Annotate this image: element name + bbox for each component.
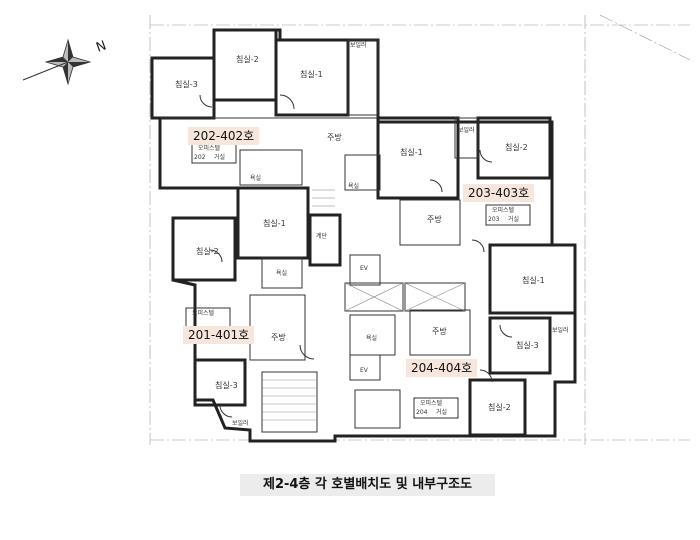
room-boiler-201: 보일러 (232, 419, 249, 427)
unit-no-202: 202 (194, 154, 206, 161)
room-boiler-202: 보일러 (350, 41, 367, 49)
north-arrow-icon: N (22, 38, 109, 86)
room-bed1-204: 침실-1 (522, 275, 545, 285)
room-kitchen-201: 주방 (271, 332, 286, 342)
room-labels: 침실-3 침실-2 침실-1 보일러 주방 욕실 침실-1 침실-2 보일러 욕… (175, 41, 569, 427)
unit-tag-202: 202-402호 (188, 127, 260, 145)
living-label-202: 거실 (214, 153, 225, 161)
room-bed2-203: 침실-2 (505, 142, 528, 152)
unit-tag-201: 201-401호 (183, 326, 255, 344)
room-bath-203: 욕실 (348, 182, 359, 190)
grid-lines (149, 14, 691, 445)
unit-no-203: 203 (488, 216, 500, 223)
living-label-204: 거실 (436, 408, 447, 416)
room-boiler-203: 보일러 (458, 126, 475, 134)
room-elevator-2: EV (360, 367, 369, 374)
unit-tag-203: 203-403호 (463, 184, 535, 202)
office-boxes: 오피스텔 202 거실 오피스텔 203 거실 오피스텔 오피스텔 204 거실 (185, 142, 531, 419)
living-label-203: 거실 (508, 215, 519, 223)
unit-tag-204: 204-404호 (406, 359, 478, 377)
office-label-203: 오피스텔 (492, 206, 515, 214)
room-bed3-202: 침실-3 (175, 79, 198, 89)
room-bed3-204: 침실-3 (516, 340, 539, 350)
room-bed1-201: 침실-1 (263, 218, 286, 228)
office-label-201: 오피스텔 (192, 309, 215, 317)
room-kitchen-202: 주방 (327, 132, 342, 142)
room-bed2-201: 침실-2 (196, 246, 219, 256)
room-bed2-202: 침실-2 (236, 54, 259, 64)
room-bed2-204: 침실-2 (488, 402, 511, 412)
room-boiler-204: 보일러 (552, 326, 569, 334)
room-stair: 계단 (316, 232, 328, 240)
door-swings (199, 94, 513, 418)
room-bath-204: 욕실 (366, 334, 377, 342)
room-bed3-201: 침실-3 (215, 380, 238, 390)
north-label: N (94, 38, 108, 55)
room-kitchen-203: 주방 (427, 214, 442, 224)
room-elevator: EV (360, 265, 369, 272)
room-bed1-202: 침실-1 (300, 69, 323, 79)
room-kitchen-204: 주방 (432, 326, 447, 336)
office-label-202: 오피스텔 (198, 144, 221, 152)
plan-caption: 제2-4층 각 호별배치도 및 내부구조도 (240, 474, 495, 496)
room-bath-201: 욕실 (276, 269, 287, 277)
office-label-204: 오피스텔 (420, 399, 443, 407)
room-bath-202: 욕실 (250, 174, 261, 182)
building-outline (150, 28, 577, 443)
unit-no-204: 204 (416, 409, 428, 416)
room-bed1-203: 침실-1 (400, 147, 423, 157)
stair-treads (262, 189, 335, 421)
